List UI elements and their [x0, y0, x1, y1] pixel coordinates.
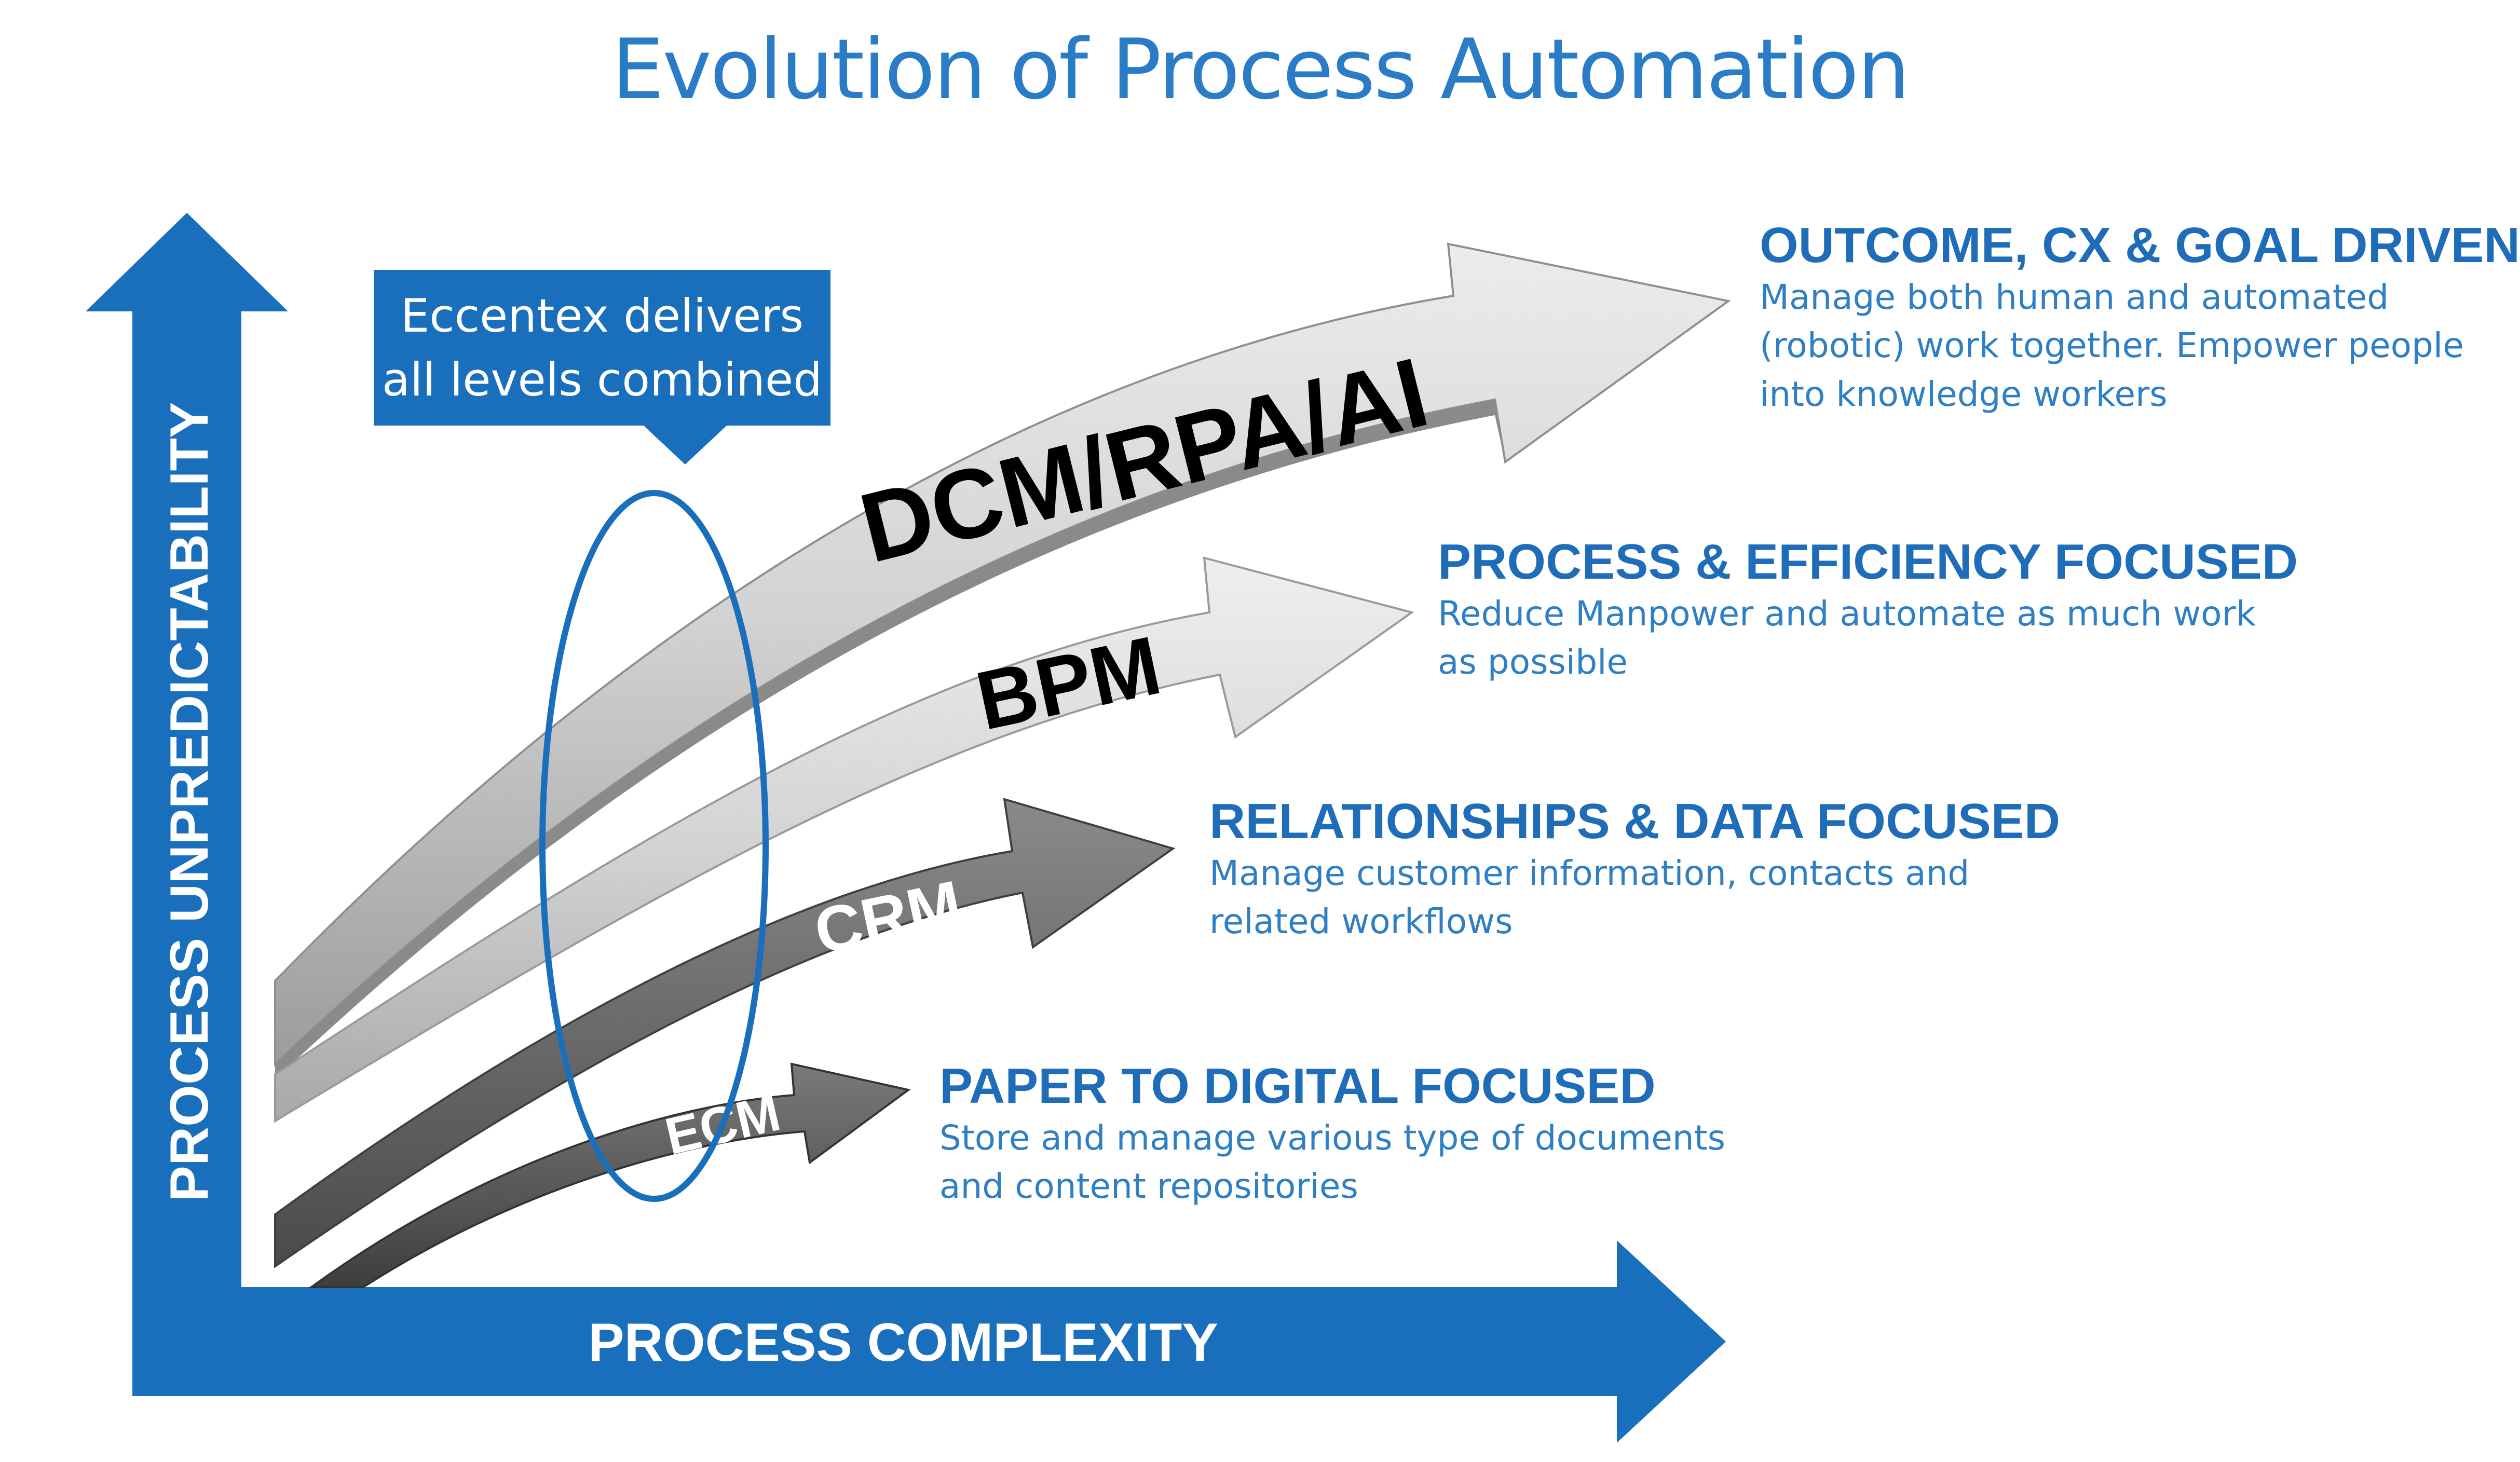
- arrow-dcm-label: DCM/RPA/AI: [850, 337, 1438, 584]
- description-heading: PROCESS & EFFICIENCY FOCUSED: [1438, 534, 2298, 590]
- description-outcome: OUTCOME, CX & GOAL DRIVEN Manage both hu…: [1760, 218, 2520, 419]
- description-line: (robotic) work together. Empower people: [1760, 325, 2464, 366]
- arrow-bpm-label: BPM: [969, 618, 1168, 747]
- description-line: as possible: [1438, 642, 1628, 682]
- arrow-ecm-body: [308, 1062, 911, 1288]
- y-axis-label: PROCESS UNPREDICTABILITY: [159, 402, 220, 1202]
- callout-box: [374, 270, 830, 464]
- arrow-bpm-body: [274, 556, 1414, 1123]
- description-line: Store and manage various type of documen…: [939, 1117, 1726, 1158]
- description-relationships: RELATIONSHIPS & DATA FOCUSED Manage cust…: [1209, 794, 2060, 946]
- arrow-crm-body: [274, 798, 1176, 1268]
- y-axis-arrow: [86, 213, 288, 1391]
- callout-text: Eccentex delivers all levels combined: [374, 270, 830, 426]
- description-heading: OUTCOME, CX & GOAL DRIVEN: [1760, 217, 2520, 273]
- arrow-crm-label: CRM: [808, 867, 968, 968]
- description-line: Reduce Manpower and automate as much wor…: [1438, 593, 2256, 634]
- description-line: related workflows: [1209, 901, 1513, 942]
- description-paper: PAPER TO DIGITAL FOCUSED Store and manag…: [939, 1059, 1725, 1211]
- x-axis-arrow: [132, 1240, 1726, 1443]
- page-title: Evolution of Process Automation: [611, 21, 1910, 118]
- callout-line: Eccentex delivers: [400, 289, 804, 343]
- description-line: and content repositories: [939, 1166, 1358, 1207]
- highlight-ellipse: [539, 490, 769, 1202]
- x-axis-label: PROCESS COMPLEXITY: [588, 1313, 1218, 1373]
- callout-line: all levels combined: [382, 353, 822, 406]
- description-line: into knowledge workers: [1760, 374, 2168, 415]
- description-heading: PAPER TO DIGITAL FOCUSED: [939, 1058, 1656, 1114]
- description-line: Manage customer information, contacts an…: [1209, 853, 1970, 893]
- description-heading: RELATIONSHIPS & DATA FOCUSED: [1209, 794, 2061, 849]
- description-process: PROCESS & EFFICIENCY FOCUSED Reduce Manp…: [1438, 535, 2298, 687]
- description-line: Manage both human and automated: [1760, 277, 2389, 317]
